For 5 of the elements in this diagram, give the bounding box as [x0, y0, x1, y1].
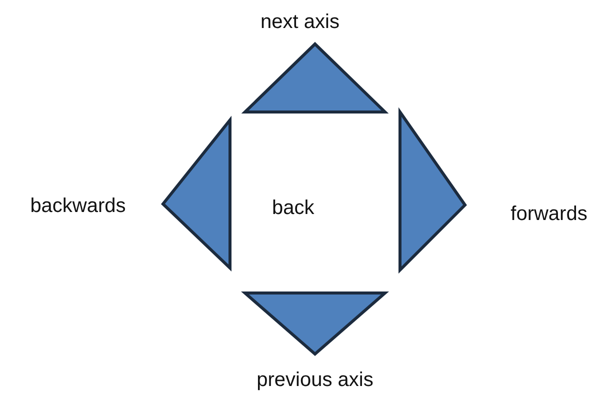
direction-label: next axis	[260, 10, 340, 34]
direction-label: previous axis	[256, 368, 374, 392]
direction-label: backwards	[30, 194, 126, 218]
direction-label: forwards	[510, 202, 588, 226]
center-label: back	[272, 196, 314, 220]
